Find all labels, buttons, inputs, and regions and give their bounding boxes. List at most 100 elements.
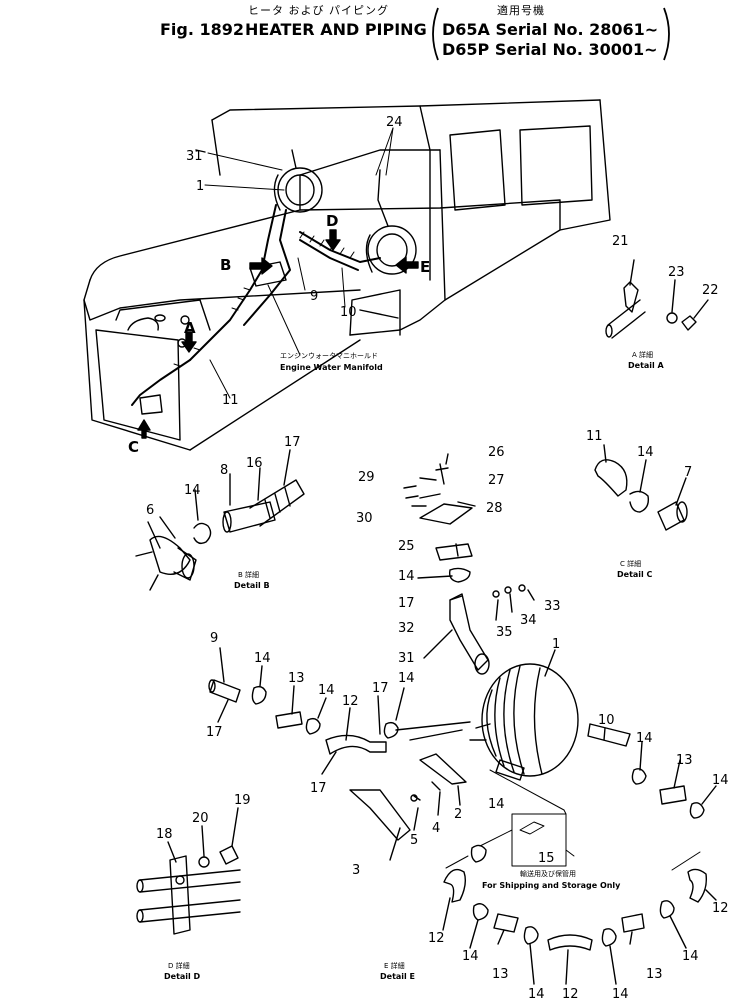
assembly-part-number: 4: [432, 821, 440, 836]
overview-part-number: 10: [340, 305, 357, 320]
assembly-part-number: 30: [356, 511, 373, 526]
assembly-part-number: 31: [398, 651, 415, 666]
assembly-part-number: 14: [254, 651, 271, 666]
detail-d-caption: Detail D: [164, 972, 201, 981]
detail-e-caption: Detail E: [380, 972, 415, 981]
detail-d-drawing: [136, 807, 241, 935]
overview-part-number: 9: [310, 289, 318, 304]
assembly-part-number: 17: [206, 725, 223, 740]
detail-b-part-number: 6: [146, 503, 154, 518]
assembly-part-number: 17: [372, 681, 389, 696]
assembly-part-number: 14: [712, 773, 729, 788]
serial-bracket-left: [432, 7, 439, 61]
assembly-part-number: 12: [342, 694, 359, 709]
detail-c-part-number: 7: [684, 465, 692, 480]
serial-bracket-right: [663, 7, 670, 61]
assembly-part-number: 33: [544, 599, 561, 614]
detail-e-part-number: 12: [712, 901, 729, 916]
assembly-part-number: 28: [486, 501, 503, 516]
detail-e-part-number: 14: [528, 987, 545, 1002]
assembly-part-number: 13: [288, 671, 305, 686]
detail-c-part-number: 11: [586, 429, 603, 444]
detail-b-part-number: 16: [246, 456, 263, 471]
assembly-part-number: 32: [398, 621, 415, 636]
manifold-label: Engine Water Manifold: [280, 363, 383, 372]
detail-e-part-number: 14: [612, 987, 629, 1002]
detail-e-part-number: 12: [562, 987, 579, 1002]
assembly-part-number: 14: [398, 569, 415, 584]
assembly-part-number: 29: [358, 470, 375, 485]
shipping-note-japanese: 輸送用及び保管用: [520, 869, 576, 878]
view-letter-a: A: [184, 319, 196, 337]
overview-heater-left: [273, 149, 323, 213]
detail-c-part-number: 14: [637, 445, 654, 460]
assembly-part-number: 17: [310, 781, 327, 796]
assembly-part-number: 14: [488, 797, 505, 812]
detail-a-caption: Detail A: [628, 361, 665, 370]
applicable-label-japanese: 適用号機: [497, 4, 545, 17]
assembly-part-number: 14: [636, 731, 653, 746]
assembly-part-number: 34: [520, 613, 537, 628]
detail-e-part-number: 13: [492, 967, 509, 982]
assembly-part-number: 25: [398, 539, 415, 554]
detail-a-part-number: 21: [612, 234, 629, 249]
detail-d-part-number: 18: [156, 827, 173, 842]
detail-b-part-number: 8: [220, 463, 228, 478]
detail-e-drawing: [442, 844, 717, 985]
overview-view-arrows: [137, 229, 419, 439]
assembly-part-number: 10: [598, 713, 615, 728]
heater-hose-left-assembly: [208, 647, 471, 775]
assembly-part-number: 35: [496, 625, 513, 640]
assembly-part-number: 26: [488, 445, 505, 460]
assembly-part-number: 17: [398, 596, 415, 611]
detail-c-caption-japanese: C 詳細: [620, 559, 641, 568]
detail-b-caption: Detail B: [234, 581, 270, 590]
detail-c-caption: Detail C: [617, 570, 653, 579]
overview-part-number: 31: [186, 149, 203, 164]
detail-a-part-number: 22: [702, 283, 719, 298]
assembly-part-number: 14: [318, 683, 335, 698]
assembly-part-number: 2: [454, 807, 462, 822]
heater-core-drawing: [469, 649, 579, 781]
detail-a-part-number: 23: [668, 265, 685, 280]
overview-heater-right: [365, 169, 417, 275]
detail-b-part-number: 17: [284, 435, 301, 450]
assembly-part-number: 27: [488, 473, 505, 488]
detail-e-part-number: 12: [428, 931, 445, 946]
detail-d-part-number: 19: [234, 793, 251, 808]
overview-part-number: 11: [222, 393, 239, 408]
heater-bracket-assembly: [349, 723, 717, 861]
shipping-box: [445, 769, 701, 871]
detail-b-caption-japanese: B 詳細: [238, 570, 259, 579]
detail-b-part-number: 14: [184, 483, 201, 498]
tractor-body-outline: [83, 99, 611, 451]
detail-a-caption-japanese: A 詳細: [632, 350, 653, 359]
detail-d-part-number: 20: [192, 811, 209, 826]
serial-range-d65p: D65P Serial No. 30001~: [442, 40, 658, 59]
view-letter-b: B: [220, 256, 231, 274]
detail-c-drawing: [594, 444, 688, 531]
shipping-note: For Shipping and Storage Only: [482, 881, 621, 890]
detail-e-part-number: 14: [462, 949, 479, 964]
overview-leaders: [204, 127, 394, 399]
assembly-part-number: 14: [398, 671, 415, 686]
view-letter-c: C: [128, 438, 139, 456]
detail-e-caption-japanese: E 詳細: [384, 961, 405, 970]
overview-part-number: 24: [386, 115, 403, 130]
title-japanese: ヒータ および パイピング: [248, 4, 389, 17]
assembly-part-number: 1: [552, 637, 560, 652]
detail-e-part-number: 13: [646, 967, 663, 982]
overview-part-number: 1: [196, 179, 204, 194]
figure-title: HEATER AND PIPING: [245, 20, 427, 39]
assembly-part-number: 13: [676, 753, 693, 768]
view-letter-e: E: [420, 258, 430, 276]
assembly-part-number: 9: [210, 631, 218, 646]
detail-e-part-number: 14: [682, 949, 699, 964]
assembly-part-number: 3: [352, 863, 360, 878]
serial-range-d65a: D65A Serial No. 28061~: [442, 20, 659, 39]
manifold-label-japanese: エンジンウォータマニホールド: [280, 351, 378, 360]
assembly-part-number: 5: [410, 833, 418, 848]
detail-d-caption-japanese: D 詳細: [168, 961, 190, 970]
figure-number: Fig. 1892: [160, 20, 245, 39]
view-letter-d: D: [326, 212, 338, 230]
